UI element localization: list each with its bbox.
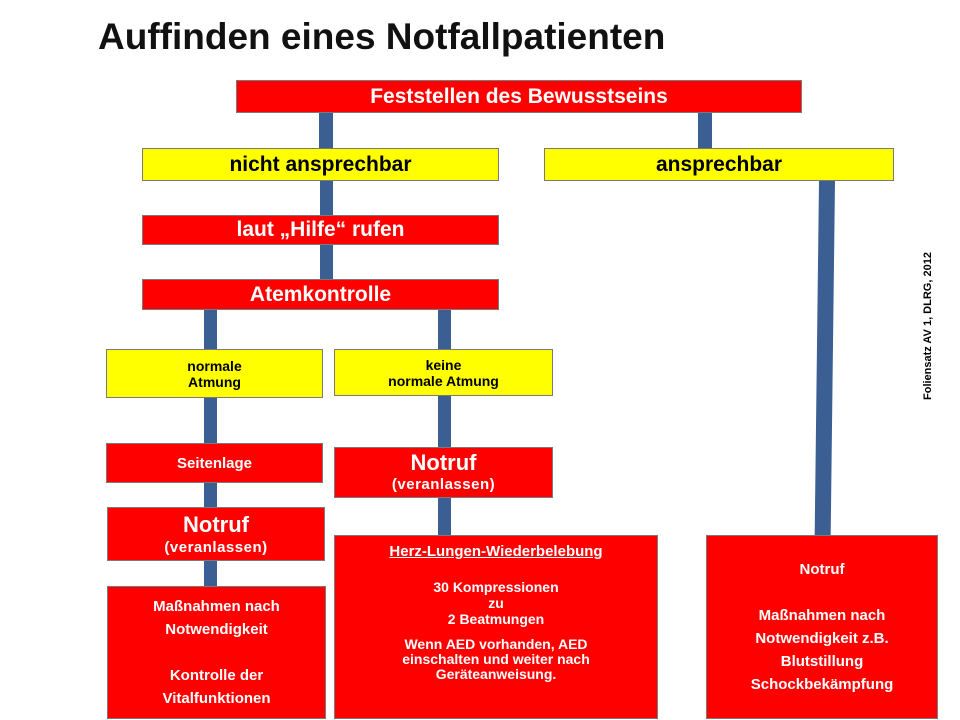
normal-breathing-line-2: Atmung <box>188 373 241 390</box>
measures-left-box: Maßnahmen nach Notwendigkeit Kontrolle d… <box>107 586 326 719</box>
aed-line-3: Geräteanweisung. <box>435 666 557 682</box>
aed-line-1: Wenn AED vorhanden, AED <box>404 636 588 652</box>
responsive-measures-box: Notruf Maßnahmen nach Notwendigkeit z.B.… <box>706 535 938 719</box>
assess-consciousness-box: Feststellen des Bewusstseins <box>236 80 802 113</box>
measures-left-line-4: Kontrolle der <box>169 667 264 684</box>
cpr-box: Herz-Lungen-Wiederbelebung 30 Kompressio… <box>334 535 658 719</box>
connector-breath <box>320 245 333 281</box>
recovery-position-box: Seitenlage <box>106 443 323 483</box>
emergency-call-left-box: Notruf (veranlassen) <box>107 507 325 561</box>
normal-breathing-line-1: normale <box>187 357 242 374</box>
responsive-label: ansprechbar <box>655 152 783 176</box>
responsive-line-6: Schockbekämpfung <box>750 676 894 693</box>
emergency-call-right-sub: (veranlassen) <box>391 476 496 493</box>
connector-not-normal <box>438 310 451 540</box>
emergency-call-left-title: Notruf <box>183 511 249 537</box>
connector-start-right <box>698 112 712 150</box>
source-note-text: Foliensatz AV 1, DLRG, 2012 <box>922 252 934 400</box>
call-help-box: laut „Hilfe“ rufen <box>142 215 499 245</box>
aed-line-2: einschalten und weiter nach <box>402 651 590 667</box>
no-normal-breathing-line-1: keine <box>425 356 462 373</box>
cpr-line-2: zu <box>488 595 504 611</box>
responsive-line-3: Maßnahmen nach <box>758 607 886 624</box>
breath-check-label: Atemkontrolle <box>249 282 392 306</box>
not-responsive-label: nicht ansprechbar <box>229 152 412 176</box>
no-normal-breathing-line-2: normale Atmung <box>388 372 499 389</box>
breath-check-box: Atemkontrolle <box>142 279 499 310</box>
responsive-line-4: Notwendigkeit z.B. <box>755 630 889 647</box>
recovery-position-label: Seitenlage <box>176 454 253 472</box>
cpr-title: Herz-Lungen-Wiederbelebung <box>389 543 603 560</box>
call-help-label: laut „Hilfe“ rufen <box>236 218 405 241</box>
measures-left-line-2: Notwendigkeit <box>165 621 268 638</box>
connector-help <box>320 181 333 217</box>
assess-consciousness-label: Feststellen des Bewusstseins <box>370 84 668 108</box>
emergency-call-right-title: Notruf <box>410 450 477 475</box>
responsive-line-1: Notruf <box>799 561 845 578</box>
responsive-line-5: Blutstillung <box>780 653 864 670</box>
cpr-line-3: 2 Beatmungen <box>447 611 545 627</box>
measures-left-line-5: Vitalfunktionen <box>162 690 271 707</box>
normal-breathing-box: normale Atmung <box>106 349 323 398</box>
connector-start-left <box>319 112 333 150</box>
cpr-line-1: 30 Kompressionen <box>433 579 559 595</box>
emergency-call-left-sub: (veranlassen) <box>164 538 268 556</box>
not-responsive-box: nicht ansprechbar <box>142 148 499 181</box>
page-title: Auffinden eines Notfallpatienten <box>98 16 666 57</box>
no-normal-breathing-box: keine normale Atmung <box>334 349 553 396</box>
emergency-call-right-box: Notruf (veranlassen) <box>334 447 553 498</box>
connector-responsive <box>814 181 835 538</box>
measures-left-line-1: Maßnahmen nach <box>153 598 280 615</box>
responsive-box: ansprechbar <box>544 148 894 181</box>
